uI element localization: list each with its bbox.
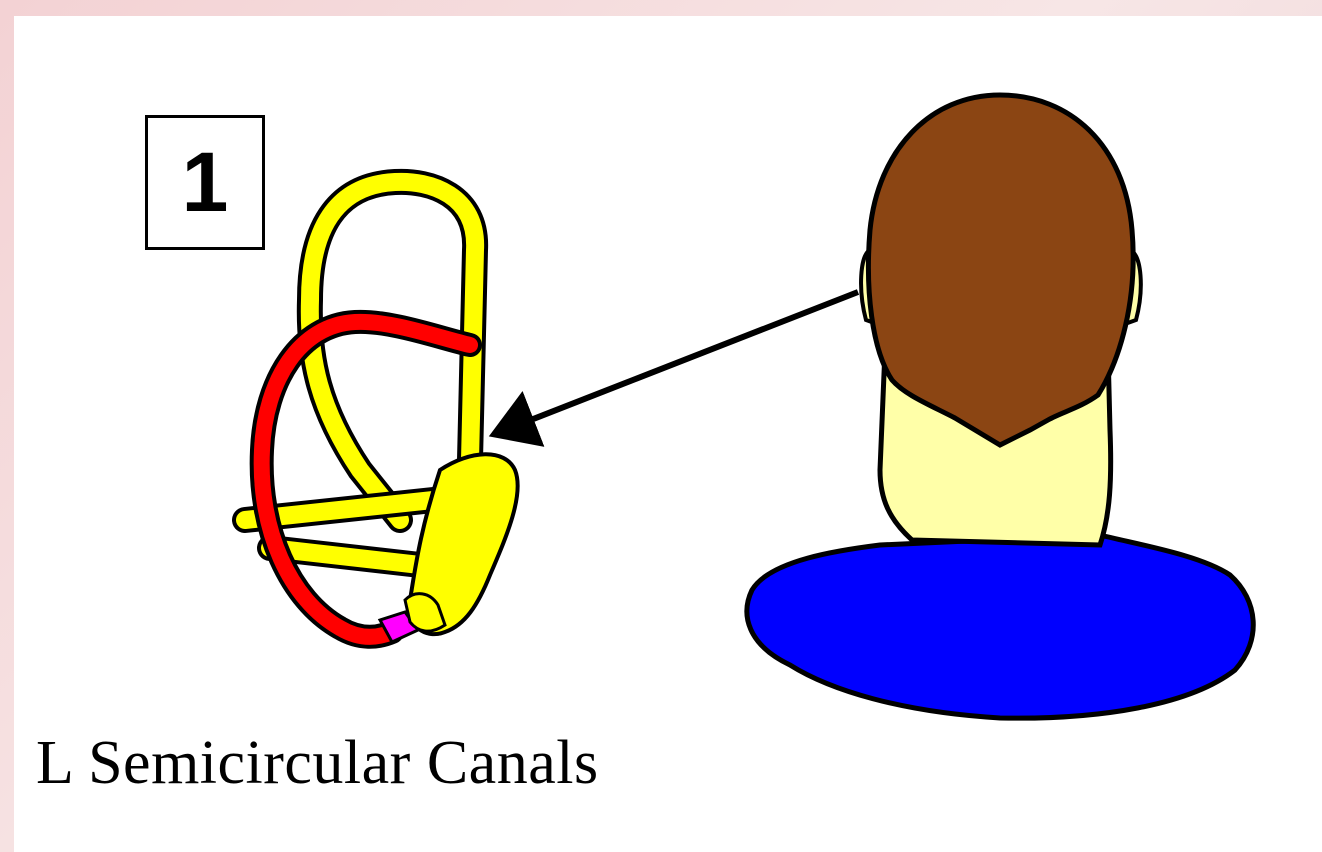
semicircular-canals-illustration (245, 182, 518, 642)
head-back-view-illustration (747, 95, 1253, 718)
shirt (747, 535, 1253, 718)
arrow-icon (500, 292, 858, 432)
diagram-caption: L Semicircular Canals (36, 728, 599, 799)
hair (868, 95, 1133, 445)
step-number-box: 1 (145, 115, 265, 250)
